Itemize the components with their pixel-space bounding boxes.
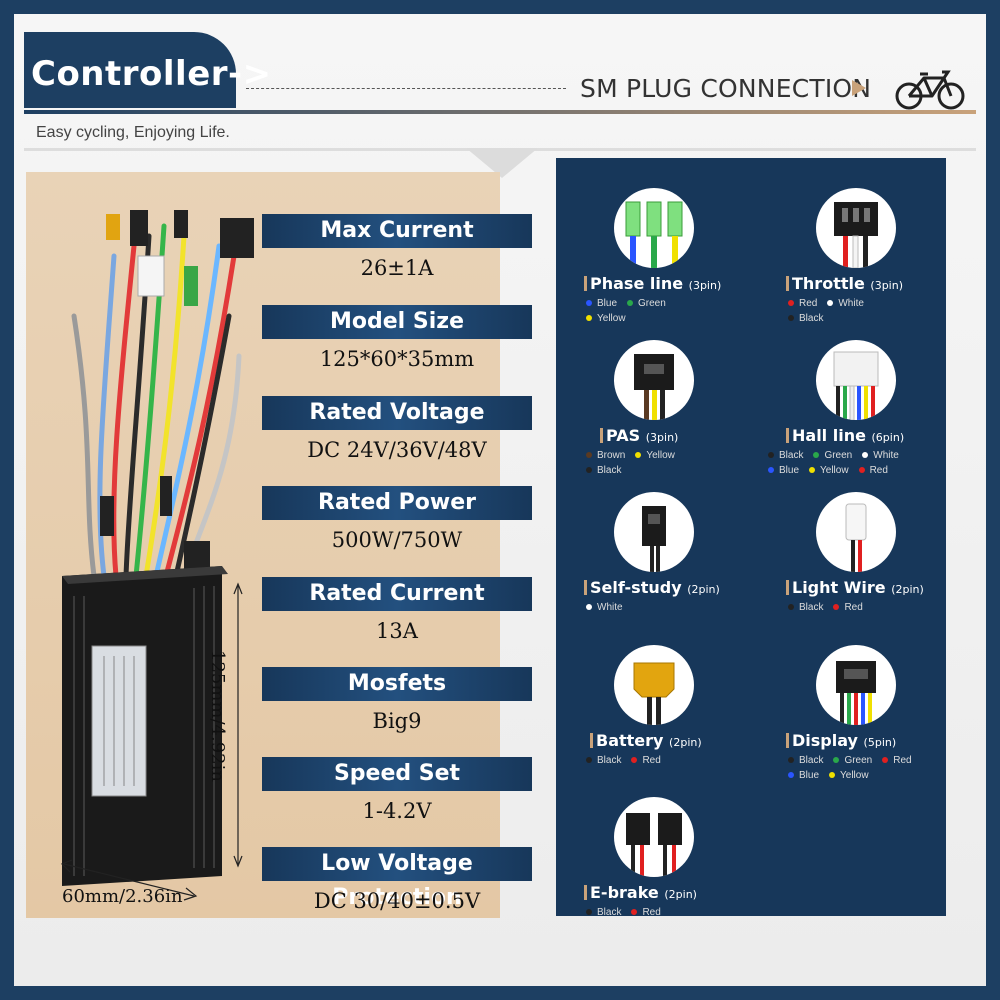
spec-speed-set: Speed Set 1-4.2V: [262, 757, 532, 823]
plug-name: Phase line: [590, 274, 684, 293]
spec-label: Rated Voltage: [262, 396, 532, 430]
spec-value: Big9: [372, 709, 422, 733]
battery-connector-icon: [614, 645, 694, 725]
plug-pins: (3pin): [645, 431, 679, 444]
plug-pins: (3pin): [688, 279, 722, 292]
header-rule: [24, 110, 976, 114]
pas-connector-icon: [614, 340, 694, 420]
plug-name: Display: [792, 731, 858, 750]
spec-model-size: Model Size 125*60*35mm: [262, 305, 532, 371]
spec-value: 500W/750W: [331, 528, 463, 552]
spec-value: DC 30/40±0.5V: [313, 889, 481, 913]
spec-label: Speed Set: [262, 757, 532, 791]
bicycle-icon: [895, 70, 965, 110]
spec-mosfets: Mosfets Big9: [262, 667, 532, 733]
spec-low-voltage-protection: Low Voltage Protection DC 30/40±0.5V: [262, 847, 532, 913]
spec-label: Rated Current: [262, 577, 532, 611]
plug-pins: (2pin): [664, 888, 697, 901]
phase-connector-icon: [614, 188, 694, 268]
plug-pins: (3pin): [870, 279, 903, 292]
controller-image: [60, 210, 254, 901]
spec-value: 1-4.2V: [362, 799, 432, 823]
length-dimension: 125mm/4.92in: [207, 650, 228, 782]
plug-pins: (2pin): [891, 583, 924, 596]
spec-value: DC 24V/36V/48V: [307, 438, 487, 462]
triangle-arrow-icon: [852, 80, 866, 96]
plug-name: PAS: [606, 426, 641, 445]
hall-connector-icon: [816, 340, 896, 420]
e-brake-connector-icon: [614, 797, 694, 877]
spec-label: Rated Power: [262, 486, 532, 520]
throttle-connector-icon: [816, 188, 896, 268]
tagline: Easy cycling, Enjoying Life.: [36, 124, 230, 141]
header-tab: [24, 32, 236, 108]
spec-max-current: Max Current 26±1A: [262, 214, 532, 280]
spec-value: 125*60*35mm: [319, 347, 475, 371]
plug-pins: (2pin): [669, 736, 702, 749]
plug-name: Light Wire: [792, 578, 886, 597]
plug-name: Battery: [596, 731, 664, 750]
spec-rated-voltage: Rated Voltage DC 24V/36V/48V: [262, 396, 532, 462]
plug-name: Self-study: [590, 578, 682, 597]
header-divider: [246, 88, 566, 89]
spec-label: Low Voltage Protection: [262, 847, 532, 910]
display-connector-icon: [816, 645, 896, 725]
self-study-connector-icon: [614, 492, 694, 572]
page-title: Controller->: [31, 54, 272, 94]
spec-label: Mosfets: [262, 667, 532, 701]
plug-self-study: Self-study (2pin) White: [584, 492, 754, 615]
width-dimension: 60mm/2.36in: [62, 886, 183, 907]
plug-name: Hall line: [792, 426, 866, 445]
spec-rated-power: Rated Power 500W/750W: [262, 486, 532, 552]
spec-value: 26±1A: [360, 256, 434, 280]
plug-pins: (6pin): [871, 431, 905, 444]
plug-pins: (2pin): [687, 583, 720, 596]
section-title: SM PLUG CONNECTION: [580, 74, 872, 103]
spec-label: Max Current: [262, 214, 532, 248]
spec-value: 13A: [376, 619, 418, 643]
light-connector-icon: [816, 492, 896, 572]
plug-pins: (5pin): [863, 736, 897, 749]
spec-label: Model Size: [262, 305, 532, 339]
plug-name: Throttle: [792, 274, 865, 293]
spec-rated-current: Rated Current 13A: [262, 577, 532, 643]
plug-name: E-brake: [590, 883, 659, 902]
wire-list: White: [584, 600, 754, 615]
